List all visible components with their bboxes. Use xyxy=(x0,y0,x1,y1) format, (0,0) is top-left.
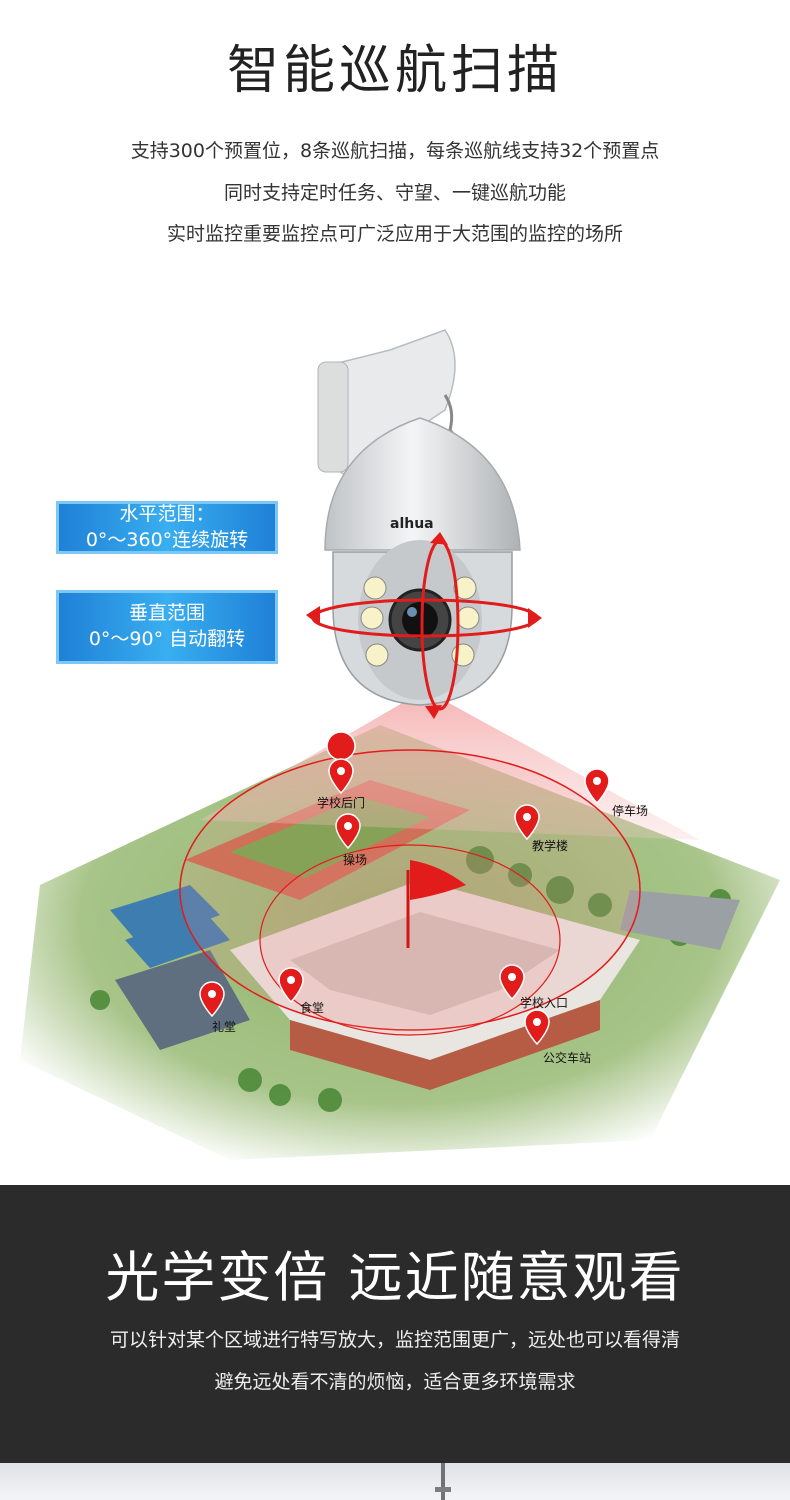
camera-campus-illustration: alhua xyxy=(20,329,780,1160)
location-label-parking: 停车场 xyxy=(612,804,649,818)
feature-line-2: 同时支持定时任务、守望、一键巡航功能 xyxy=(223,182,566,204)
feature-line-1: 支持300个预置位，8条巡航扫描，每条巡航线支持32个预置点 xyxy=(130,140,660,162)
feature-line-3: 实时监控重要监控点可广泛应用于大范围的监控的场所 xyxy=(166,223,623,245)
horizontal-range-title: 水平范围： xyxy=(119,503,215,525)
location-pin-icon xyxy=(584,768,610,805)
flag-icon xyxy=(406,860,466,948)
location-pin-icon xyxy=(524,1009,550,1046)
location-label-bus-stop: 公交车站 xyxy=(543,1051,592,1065)
optical-zoom-line-1: 可以针对某个区域进行特写放大，监控范围更广，远处也可以看得清 xyxy=(109,1329,680,1351)
vertical-range-title: 垂直范围 xyxy=(128,602,205,624)
location-label-auditorium: 礼堂 xyxy=(212,1020,237,1034)
location-label-canteen: 食堂 xyxy=(300,1001,325,1015)
optical-zoom-line-2: 避免远处看不清的烦恼，适合更多环境需求 xyxy=(214,1371,576,1393)
tower-silhouette xyxy=(441,1463,445,1500)
horizontal-range-badge: 水平范围： 0°～360°连续旋转 xyxy=(56,501,278,554)
coverage-circle-inner xyxy=(259,844,561,1036)
location-label-teaching-building: 教学楼 xyxy=(532,839,569,853)
location-pin-icon xyxy=(328,758,354,795)
optical-zoom-section xyxy=(0,1185,790,1463)
location-pin-icon xyxy=(199,981,225,1018)
location-pin-icon xyxy=(514,804,540,841)
location-pin-icon xyxy=(278,967,304,1004)
location-pin-icon xyxy=(499,964,525,1001)
location-label-playground: 操场 xyxy=(343,853,368,867)
ptz-camera: alhua xyxy=(306,329,542,719)
section-title: 智能巡航扫描 xyxy=(226,41,563,101)
vertical-range-value: 0°～90° 自动翻转 xyxy=(88,628,246,650)
optical-zoom-title: 光学变倍 远近随意观看 xyxy=(105,1246,685,1309)
next-section-preview xyxy=(0,1463,790,1500)
tower-silhouette-deck xyxy=(435,1487,451,1492)
location-label-back-gate: 学校后门 xyxy=(317,796,366,810)
vertical-range-badge: 垂直范围 0°～90° 自动翻转 xyxy=(56,590,278,664)
camera-brand-logo: alhua xyxy=(390,516,434,532)
location-label-school-entrance: 学校入口 xyxy=(520,996,569,1010)
location-pin-icon xyxy=(335,813,361,850)
coverage-beam xyxy=(200,690,700,840)
horizontal-range-value: 0°～360°连续旋转 xyxy=(85,529,249,551)
